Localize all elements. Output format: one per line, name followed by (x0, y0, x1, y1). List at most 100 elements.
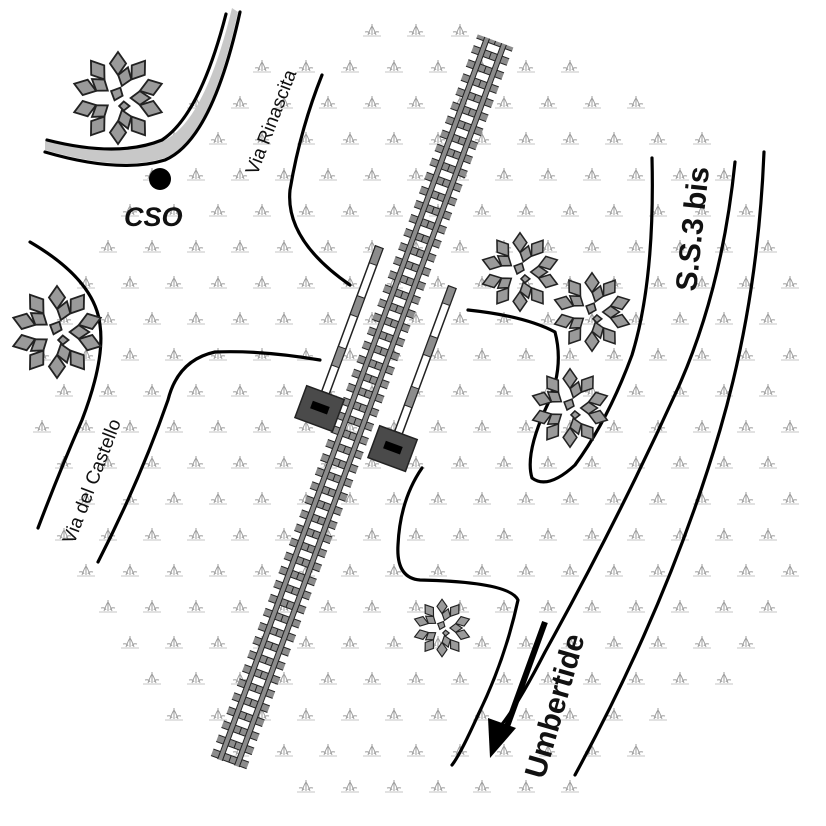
grass-tuft-icon (120, 563, 140, 577)
grass-tuft-icon (32, 419, 52, 433)
grass-tuft-icon (318, 167, 338, 181)
grass-tuft-icon (274, 311, 294, 325)
grass-tuft-icon (274, 455, 294, 469)
grass-tuft-icon (428, 491, 448, 505)
grass-tuft-icon (758, 311, 778, 325)
grass-tuft-icon (626, 743, 646, 757)
tree-icon (70, 51, 166, 145)
grass-tuft-icon (560, 131, 580, 145)
grass-tuft-icon (230, 527, 250, 541)
grass-tuft-icon (384, 131, 404, 145)
grass-tuft-icon (208, 707, 228, 721)
grass-tuft-icon (494, 167, 514, 181)
grass-tuft-icon (560, 779, 580, 793)
grass-tuft-icon (736, 203, 756, 217)
via-rinascita-label: Via Rinascita (242, 67, 301, 178)
grass-tuft-icon (76, 563, 96, 577)
grass-tuft-icon (450, 671, 470, 685)
grass-tuft-icon (406, 599, 426, 613)
grass-tuft-icon (164, 347, 184, 361)
grass-tuft-icon (758, 455, 778, 469)
grass-tuft-icon (516, 419, 536, 433)
grass-tuft-icon (538, 95, 558, 109)
grass-tuft-icon (252, 59, 272, 73)
grass-tuft-icon (318, 671, 338, 685)
grass-tuft-icon (582, 455, 602, 469)
grass-tuft-icon (384, 635, 404, 649)
grass-tuft-icon (164, 275, 184, 289)
grass-tuft-icon (120, 275, 140, 289)
grass-tuft-icon (362, 167, 382, 181)
via-del-castello-edge-east (96, 350, 322, 564)
grass-tuft-icon (494, 95, 514, 109)
grass-tuft-icon (318, 239, 338, 253)
tree-icon (529, 368, 611, 448)
grass-tuft-icon (318, 311, 338, 325)
grass-tuft-icon (780, 491, 800, 505)
highway-label: S.S.3 bis (670, 165, 716, 293)
grass-tuft-icon (164, 419, 184, 433)
grass-tuft-icon (406, 743, 426, 757)
grass-tuft-icon (340, 203, 360, 217)
grass-tuft-icon (516, 347, 536, 361)
loop-road (466, 156, 654, 484)
grass-tuft-icon (274, 527, 294, 541)
grass-tuft-icon (340, 635, 360, 649)
grass-tuft-icon (120, 347, 140, 361)
grass-tuft-icon (472, 635, 492, 649)
grass-tuft-icon (186, 311, 206, 325)
grass-tuft-icon (340, 563, 360, 577)
grass-tuft-icon (670, 599, 690, 613)
grass-tuft-icon (516, 59, 536, 73)
grass-tuft-icon (450, 23, 470, 37)
grass-tuft-icon (516, 131, 536, 145)
grass-tuft-icon (142, 527, 162, 541)
grass-tuft-icon (186, 239, 206, 253)
grass-tuft-icon (604, 563, 624, 577)
grass-tuft-icon (692, 131, 712, 145)
grass-tuft-icon (208, 635, 228, 649)
grass-tuft-icon (714, 527, 734, 541)
grass-tuft-icon (450, 311, 470, 325)
grass-tuft-icon (736, 491, 756, 505)
grass-tuft-icon (560, 347, 580, 361)
grass-tuft-icon (274, 383, 294, 397)
via-del-castello-edge-west (28, 240, 103, 530)
grass-tuft-icon (164, 491, 184, 505)
grass-tuft-icon (186, 671, 206, 685)
grass-tuft-icon (164, 563, 184, 577)
grass-tuft-icon (120, 635, 140, 649)
grass-tuft-icon (384, 59, 404, 73)
grass-tuft-icon (274, 167, 294, 181)
grass-tuft-icon (692, 347, 712, 361)
grass-tuft-icon (582, 599, 602, 613)
grass-tuft-icon (780, 563, 800, 577)
grass-tuft-icon (582, 527, 602, 541)
grass-tuft-icon (516, 779, 536, 793)
grass-tuft-icon (626, 383, 646, 397)
grass-tuft-icon (142, 239, 162, 253)
grass-tuft-icon (384, 779, 404, 793)
grass-tuft-icon (648, 491, 668, 505)
grass-tuft-icon (692, 563, 712, 577)
grass-tuft-icon (186, 167, 206, 181)
grass-tuft-icon (516, 707, 536, 721)
grass-tuft-icon (340, 779, 360, 793)
grass-tuft-icon (362, 743, 382, 757)
grass-tuft-icon (626, 167, 646, 181)
grass-tuft-icon (736, 563, 756, 577)
grass-tuft-icon (428, 779, 448, 793)
grass-tuft-icon (230, 311, 250, 325)
grass-tuft-icon (428, 59, 448, 73)
grass-tuft-icon (648, 131, 668, 145)
grass-tuft-icon (296, 779, 316, 793)
grass-tuft-icon (538, 311, 558, 325)
tree-icon (551, 272, 633, 352)
grass-tuft-icon (406, 167, 426, 181)
grass-tuft-icon (340, 59, 360, 73)
grass-tuft-icon (692, 419, 712, 433)
grass-tuft-icon (626, 95, 646, 109)
grass-tuft-icon (274, 743, 294, 757)
grass-tuft-icon (450, 239, 470, 253)
ss3bis-edge-east (573, 150, 766, 777)
